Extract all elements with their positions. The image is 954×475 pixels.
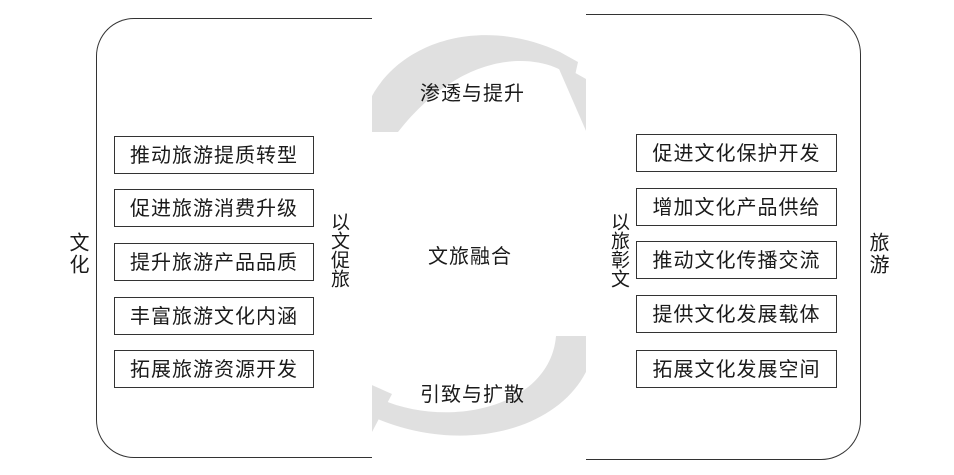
center-label: 文旅融合	[428, 244, 512, 268]
right-item-1: 促进文化保护开发	[636, 134, 837, 172]
right-item-3: 推动文化传播交流	[636, 241, 837, 279]
right-vertical-label: 以旅彰文	[608, 212, 630, 288]
tourism-side-label: 旅游	[866, 232, 890, 276]
top-flow-label: 渗透与提升	[420, 81, 525, 105]
culture-side-label: 文化	[66, 232, 90, 276]
bottom-flow-label: 引致与扩散	[420, 382, 525, 406]
bottom-cycle-arrow	[364, 336, 596, 436]
left-item-3: 提升旅游产品品质	[114, 243, 314, 281]
right-item-2: 增加文化产品供给	[636, 188, 837, 226]
left-item-4: 丰富旅游文化内涵	[114, 297, 314, 335]
left-item-1: 推动旅游提质转型	[114, 136, 314, 174]
top-cycle-arrow	[360, 35, 578, 132]
left-item-5: 拓展旅游资源开发	[114, 350, 314, 388]
right-item-4: 提供文化发展载体	[636, 295, 837, 333]
right-item-5: 拓展文化发展空间	[636, 350, 837, 388]
left-vertical-label: 以文促旅	[328, 212, 350, 288]
left-item-2: 促进旅游消费升级	[114, 189, 314, 227]
